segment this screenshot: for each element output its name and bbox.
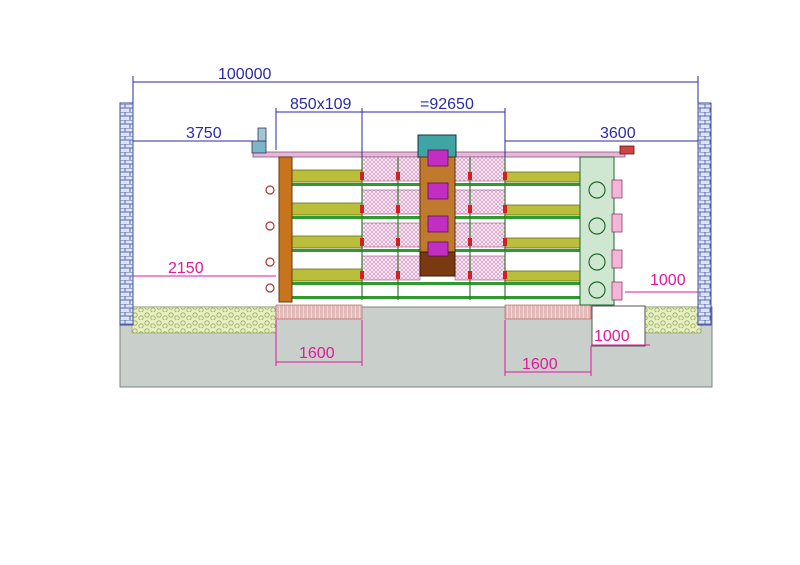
dim-left-pit: 1600 xyxy=(299,345,335,362)
roof-fan-box xyxy=(251,140,267,154)
brick-wall-right xyxy=(697,102,712,326)
dim-total-length: 100000 xyxy=(218,66,271,83)
floor-slab-left xyxy=(275,304,363,320)
drive-handles xyxy=(611,179,623,301)
dim-right-gap: 1000 xyxy=(650,272,686,289)
dim-pit-width: 1000 xyxy=(594,328,630,345)
dim-right-end: 3600 xyxy=(600,125,636,142)
red-clips xyxy=(360,172,507,279)
gravel-strip-right xyxy=(644,306,702,334)
drive-gears xyxy=(588,181,606,299)
cage-mesh-blocks xyxy=(361,156,506,281)
manure-pit xyxy=(591,305,646,347)
dim-left-floor: 2150 xyxy=(168,260,204,277)
gravel-strip-left xyxy=(131,306,277,334)
dim-right-pit: 1600 xyxy=(522,356,558,373)
right-roof-motor xyxy=(619,145,635,155)
roof-fan-motor xyxy=(257,127,267,142)
dimension-lines xyxy=(132,76,699,157)
dim-cage-spec: 850x109 xyxy=(290,96,351,113)
right-drive-frame xyxy=(579,156,615,306)
hopper-boxes xyxy=(427,149,449,257)
left-frame-column xyxy=(278,156,293,303)
left-motor-units xyxy=(265,185,275,293)
dim-row-length: =92650 xyxy=(420,96,474,113)
brick-wall-left xyxy=(119,102,134,326)
dim-left-end: 3750 xyxy=(186,125,222,142)
floor-slab-right xyxy=(504,304,592,320)
dimension-lines-magenta xyxy=(133,275,698,376)
